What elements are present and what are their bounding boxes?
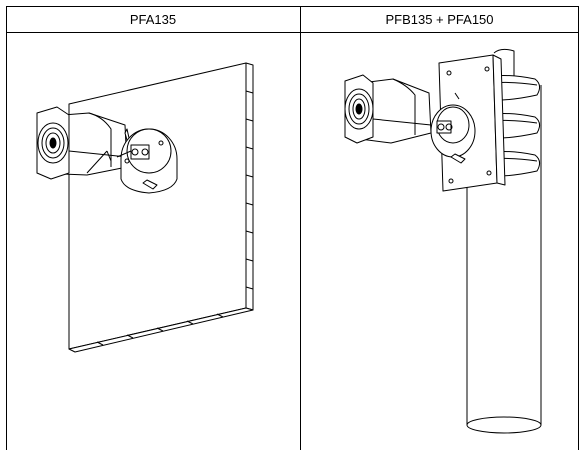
- table-right-border: [578, 6, 579, 450]
- pole: [466, 48, 542, 434]
- column-header-pfa135: PFA135: [129, 11, 177, 27]
- mount-table: PFA135 PFB135 + PFA150: [6, 6, 579, 450]
- pole-mount-cell: [301, 33, 578, 450]
- bullet-camera: [344, 74, 432, 144]
- wall-mount-cell: [7, 33, 300, 450]
- table-top-border: [6, 6, 579, 7]
- column-divider: [300, 6, 301, 450]
- junction-box-mount: [430, 104, 476, 164]
- pole-mount-illustration: [344, 48, 542, 434]
- junction-box-mount: [116, 128, 178, 194]
- column-header-pfb135-pfa150: PFB135 + PFA150: [385, 11, 494, 27]
- header-divider: [6, 32, 579, 33]
- bullet-camera: [36, 106, 128, 180]
- wall-panel: [68, 62, 254, 353]
- wall-mount-illustration: [36, 62, 254, 353]
- table-left-border: [6, 6, 7, 450]
